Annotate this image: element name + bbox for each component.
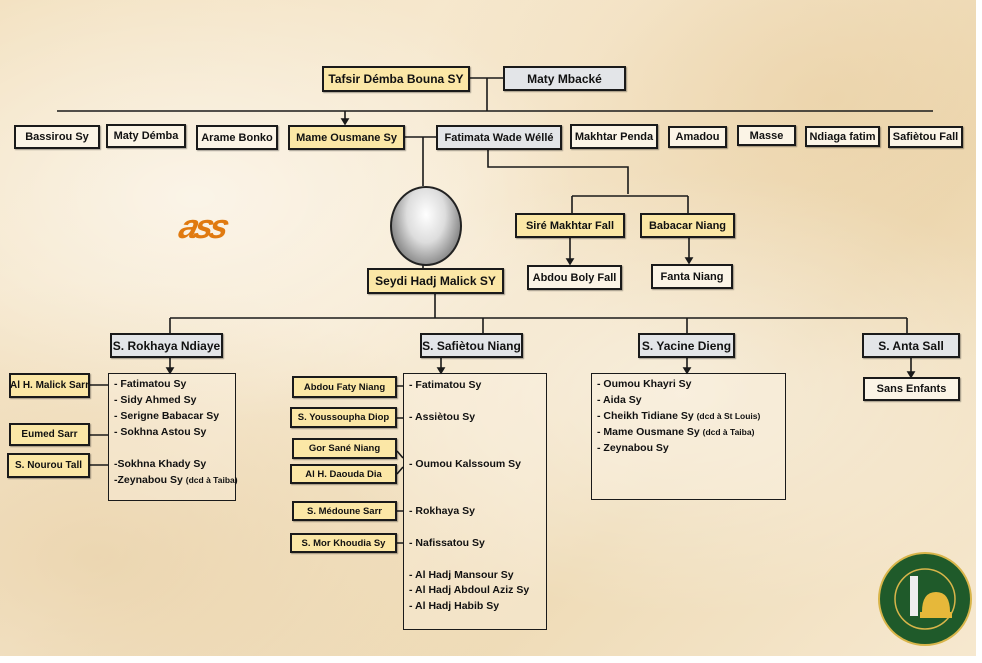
children-list: - Fatimatou Sy - Sidy Ahmed Sy - Serigne… bbox=[108, 373, 238, 501]
child-item: - Sidy Ahmed Sy bbox=[114, 394, 197, 406]
wife-box[interactable]: S. Safiètou Niang bbox=[420, 333, 523, 358]
child-item: -Sokhna Khady Sy bbox=[114, 458, 207, 470]
child-item: -Zeynabou Sy (dcd à Taiba) bbox=[114, 474, 238, 486]
husband-box[interactable]: S. Youssoupha Diop bbox=[290, 407, 397, 428]
child-item: - Serigne Babacar Sy bbox=[114, 410, 220, 422]
cellule-zawiya-seal-logo bbox=[878, 552, 972, 646]
sibling-box[interactable]: Arame Bonko bbox=[196, 125, 278, 150]
child-item: - Aida Sy bbox=[597, 394, 642, 406]
sibling-box[interactable]: Masse bbox=[737, 125, 796, 146]
wife-box[interactable]: S. Yacine Dieng bbox=[638, 333, 735, 358]
child-item: - Mame Ousmane Sy (dcd à Taiba) bbox=[597, 426, 755, 438]
husband-box[interactable]: Al H. Malick Sarr bbox=[9, 373, 90, 398]
child-item: - Nafissatou Sy bbox=[409, 537, 485, 549]
children-list: - Oumou Khayri Sy - Aida Sy - Cheikh Tid… bbox=[591, 373, 786, 500]
child-item: - Sokhna Astou Sy bbox=[114, 426, 207, 438]
subject-box[interactable]: Seydi Hadj Malick SY bbox=[367, 268, 504, 294]
husband-box[interactable]: Abdou Faty Niang bbox=[292, 376, 397, 398]
sibling-box[interactable]: Maty Démba bbox=[106, 124, 186, 148]
sibling-box[interactable]: Mame Ousmane Sy bbox=[288, 125, 405, 150]
sibling-box[interactable]: Fatimata Wade Wéllé bbox=[436, 125, 562, 150]
portrait-photo bbox=[390, 186, 462, 266]
child-item: - Al Hadj Habib Sy bbox=[409, 600, 500, 612]
no-children-box[interactable]: Sans Enfants bbox=[863, 377, 960, 401]
husband-box[interactable]: Al H. Daouda Dia bbox=[290, 464, 397, 484]
husband-box[interactable]: S. Médoune Sarr bbox=[292, 501, 397, 521]
wife-box[interactable]: S. Anta Sall bbox=[862, 333, 960, 358]
husband-box[interactable]: S. Nourou Tall bbox=[7, 453, 90, 478]
child-item: - Fatimatou Sy bbox=[114, 378, 187, 390]
father-box[interactable]: Tafsir Démba Bouna SY bbox=[322, 66, 470, 92]
husband-box[interactable]: S. Mor Khoudia Sy bbox=[290, 533, 397, 553]
child-item: - Al Hadj Abdoul Aziz Sy bbox=[409, 584, 530, 596]
sibling-box[interactable]: Makhtar Penda bbox=[570, 124, 658, 149]
child-item: - Zeynabou Sy bbox=[597, 442, 669, 454]
child-box[interactable]: Fanta Niang bbox=[651, 264, 733, 289]
child-item: - Cheikh Tidiane Sy (dcd à St Louis) bbox=[597, 410, 761, 422]
husband-box[interactable]: Eumed Sarr bbox=[9, 423, 90, 446]
husband-box[interactable]: Gor Sané Niang bbox=[292, 438, 397, 459]
sibling-box[interactable]: Safiètou Fall bbox=[888, 126, 963, 148]
child-item: - Oumou Kalssoum Sy bbox=[409, 458, 522, 470]
children-list: - Fatimatou Sy - Assiètou Sy - Oumou Kal… bbox=[403, 373, 547, 630]
child-item: - Rokhaya Sy bbox=[409, 505, 475, 517]
mother-box[interactable]: Maty Mbacké bbox=[503, 66, 626, 91]
child-item: - Oumou Khayri Sy bbox=[597, 378, 692, 390]
child-item: - Al Hadj Mansour Sy bbox=[409, 569, 514, 581]
wife-box[interactable]: S. Rokhaya Ndiaye bbox=[110, 333, 223, 358]
sibling-box[interactable]: Amadou bbox=[668, 126, 727, 148]
child-item: - Assiètou Sy bbox=[409, 411, 476, 423]
sibling-box[interactable]: Bassirou Sy bbox=[14, 125, 100, 149]
sibling-box[interactable]: Ndiaga fatim bbox=[805, 126, 880, 147]
spouse-box[interactable]: Babacar Niang bbox=[640, 213, 735, 238]
spouse-box[interactable]: Siré Makhtar Fall bbox=[515, 213, 625, 238]
child-box[interactable]: Abdou Boly Fall bbox=[527, 265, 622, 290]
child-item: - Fatimatou Sy bbox=[409, 379, 482, 391]
